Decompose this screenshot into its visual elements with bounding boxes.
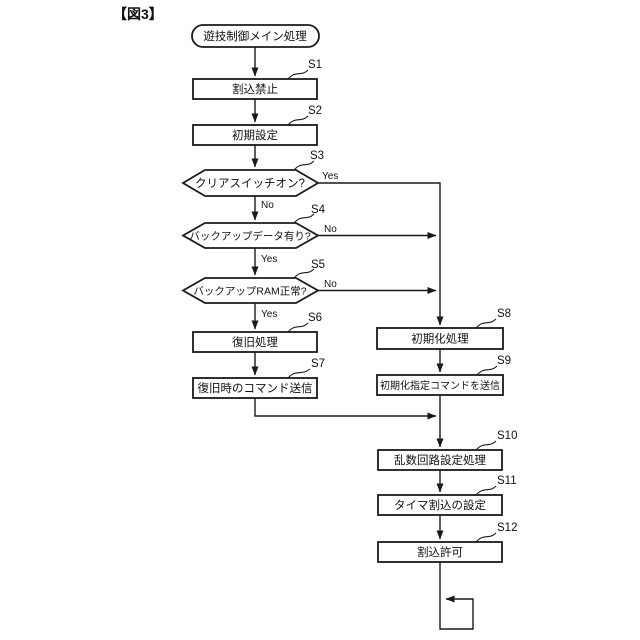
s7-tag: S7 — [311, 358, 325, 370]
node-s3: クリアスイッチオン? S3 Yes No — [181, 150, 338, 211]
node-s9: 初期化指定コマンドを送信 S9 — [376, 355, 511, 396]
node-start: 遊技制御メイン処理 — [191, 24, 320, 48]
s1-label: 割込禁止 — [232, 82, 278, 96]
node-s11: タイマ割込の設定 S11 — [377, 475, 517, 516]
s3-hexagon — [181, 169, 320, 197]
s10-tag-leader — [475, 440, 497, 451]
s11-tag-leader — [475, 485, 497, 496]
s10-label: 乱数回路設定処理 — [394, 453, 486, 467]
edge-s7-merge — [254, 398, 437, 420]
s4-yes-label: Yes — [261, 254, 277, 265]
s5-hexagon — [181, 277, 320, 304]
s3-tag-leader — [293, 160, 315, 171]
s6-tag-leader — [287, 322, 309, 333]
node-s5: バックアップRAM正常? S5 No Yes — [181, 259, 337, 320]
s12-label: 割込許可 — [417, 545, 463, 559]
s7-box — [192, 377, 318, 399]
s2-box — [192, 124, 318, 146]
s12-tag: S12 — [497, 522, 517, 534]
s6-box — [192, 331, 318, 353]
s12-tag-leader — [475, 532, 497, 543]
s11-tag: S11 — [497, 475, 517, 487]
s8-label: 初期化処理 — [411, 332, 469, 346]
s2-tag: S2 — [308, 105, 322, 117]
s7-tag-leader — [287, 368, 311, 379]
s5-label: バックアップRAM正常? — [193, 285, 306, 298]
node-s8: 初期化処理 S8 — [376, 308, 511, 350]
s3-label: クリアスイッチオン? — [195, 177, 305, 190]
s12-box — [377, 541, 503, 563]
figure-label: 【図3】 — [113, 6, 163, 22]
s1-tag-leader — [287, 69, 309, 80]
node-s6: 復旧処理 S6 — [192, 312, 322, 353]
s11-label: タイマ割込の設定 — [394, 498, 486, 512]
s3-tag: S3 — [310, 150, 324, 162]
s3-yes-label: Yes — [322, 171, 338, 182]
node-s12: 割込許可 S12 — [377, 522, 517, 563]
s10-tag: S10 — [497, 430, 517, 442]
s3-no-label: No — [261, 200, 274, 211]
node-s7: 復旧時のコマンド送信 S7 — [192, 358, 325, 399]
node-s1: 割込禁止 S1 — [192, 59, 322, 100]
node-s10: 乱数回路設定処理 S10 — [377, 430, 517, 471]
s4-label: バックアップデータ有り? — [189, 230, 310, 243]
s8-tag: S8 — [497, 308, 511, 320]
s8-box — [376, 327, 504, 350]
s8-tag-leader — [475, 318, 497, 329]
s10-box — [377, 449, 503, 471]
s4-no-label: No — [324, 224, 337, 235]
node-s2: 初期設定 S2 — [192, 105, 322, 146]
s4-hexagon — [181, 222, 320, 249]
s6-tag: S6 — [308, 312, 322, 324]
s4-tag-leader — [293, 213, 315, 224]
s5-tag: S5 — [311, 259, 325, 271]
s1-tag: S1 — [308, 59, 322, 71]
s2-tag-leader — [287, 115, 309, 126]
s2-label: 初期設定 — [232, 128, 278, 142]
s9-label: 初期化指定コマンドを送信 — [380, 379, 500, 392]
edge-s3-yes-right — [318, 182, 444, 326]
s5-tag-leader — [293, 268, 315, 279]
s6-label: 復旧処理 — [232, 335, 278, 349]
s4-tag: S4 — [311, 204, 326, 216]
s9-tag: S9 — [497, 355, 511, 367]
s1-box — [192, 78, 318, 100]
s5-no-label: No — [324, 279, 337, 290]
s7-label: 復旧時のコマンド送信 — [198, 381, 313, 395]
s11-box — [377, 494, 503, 516]
node-s4: バックアップデータ有り? S4 No Yes — [181, 204, 337, 265]
s9-box — [376, 374, 504, 396]
s5-yes-label: Yes — [261, 309, 277, 320]
edge-s12-loop — [439, 562, 474, 630]
s9-tag-leader — [476, 365, 498, 376]
start-terminal-label: 遊技制御メイン処理 — [203, 29, 307, 43]
